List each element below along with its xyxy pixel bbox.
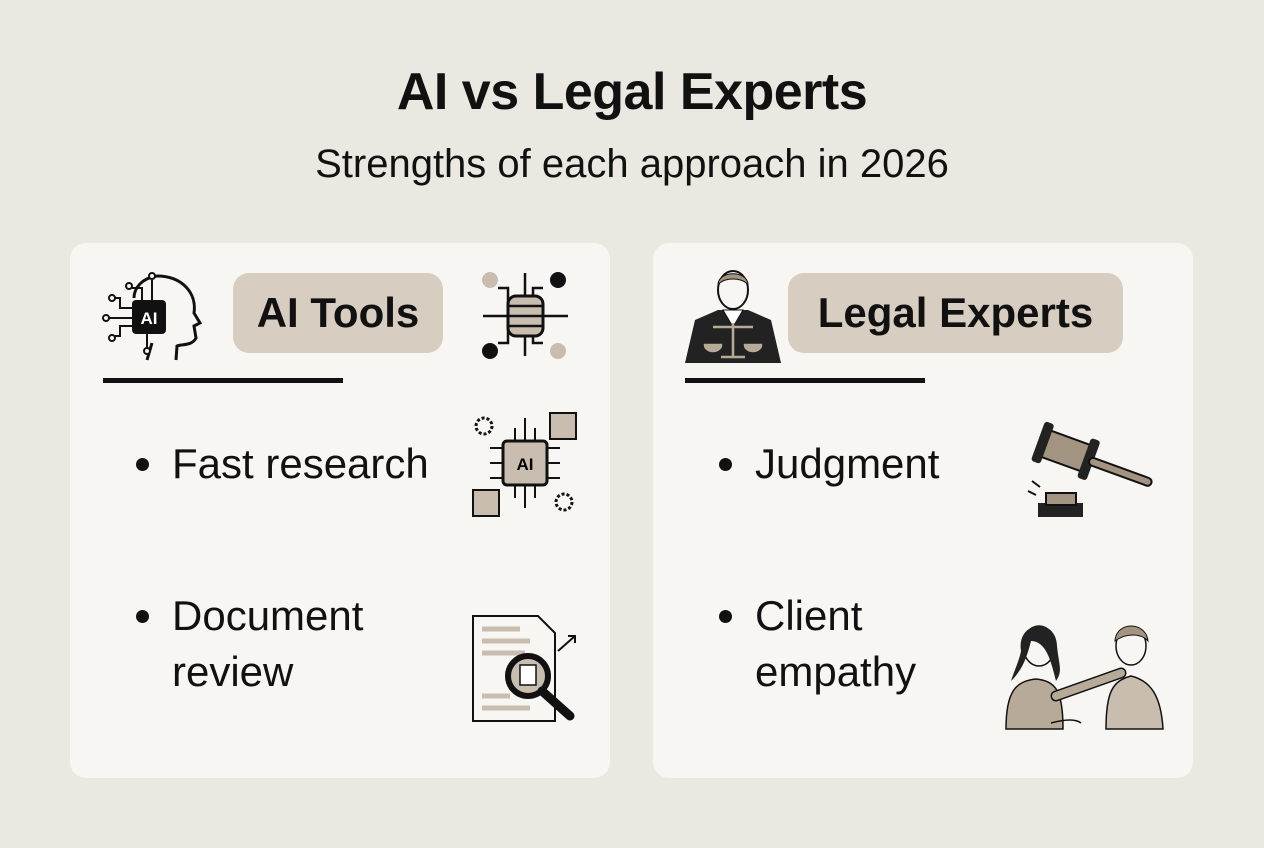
item-text: Client: [755, 592, 863, 639]
item-text: review: [172, 648, 294, 695]
item-text: Document: [172, 592, 364, 639]
heading-underline: [103, 378, 343, 383]
list-item: Fast research: [136, 436, 429, 492]
page-title: AI vs Legal Experts: [396, 63, 868, 121]
item-text: Judgment: [755, 440, 940, 487]
bullet-dot: [719, 610, 732, 623]
empathy-people-icon: [1005, 625, 1164, 730]
ai-tools-card: AI AI Tools Fast research AI: [70, 243, 610, 778]
list-item: Judgment: [719, 436, 940, 492]
heading-underline: [685, 378, 925, 383]
svg-text:AI: AI: [517, 455, 534, 474]
document-search-icon: [472, 615, 576, 722]
item-text: empathy: [755, 648, 917, 695]
bullet-dot: [136, 610, 149, 623]
database-network-icon: [482, 272, 568, 359]
gavel-icon: [1027, 421, 1153, 517]
bullet-dot: [719, 458, 732, 471]
legal-experts-heading: Legal Experts: [788, 273, 1123, 353]
lawyer-scales-icon: [685, 270, 781, 363]
ai-tools-heading: AI Tools: [233, 273, 443, 353]
page-subtitle: Strengths of each approach in 2026: [315, 142, 949, 186]
ai-chip-icon: AI: [472, 412, 577, 517]
ai-head-icon: AI: [102, 272, 202, 361]
list-item: Document review: [136, 588, 364, 700]
legal-experts-card: Legal Experts Judgment Client empathy: [653, 243, 1193, 778]
list-item: Client empathy: [719, 588, 917, 700]
svg-text:AI: AI: [141, 309, 158, 328]
item-text: Fast research: [172, 440, 429, 487]
bullet-dot: [136, 458, 149, 471]
